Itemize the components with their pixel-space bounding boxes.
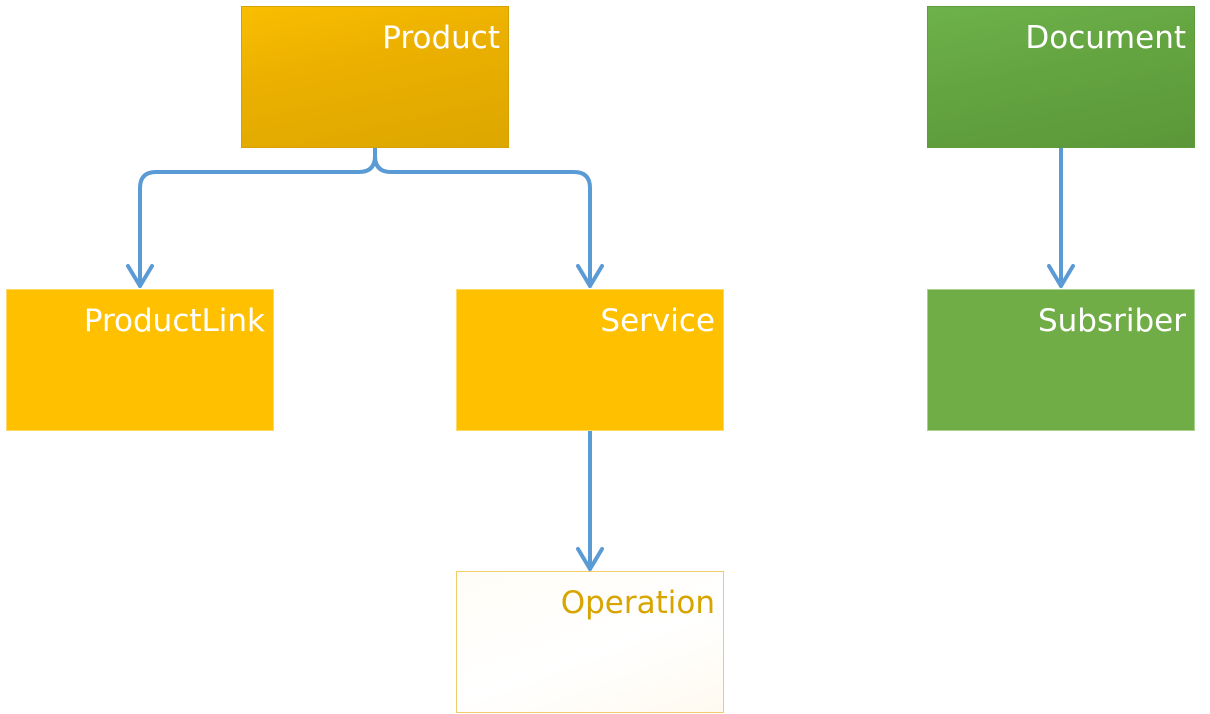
node-operation-label: Operation [560, 585, 715, 621]
node-productlink[interactable]: ProductLink [6, 289, 274, 431]
node-service-label: Service [600, 303, 715, 339]
arrowhead-subsriber [1047, 264, 1075, 288]
node-operation[interactable]: Operation [456, 571, 724, 713]
node-product[interactable]: Product [241, 6, 509, 148]
node-document-label: Document [1025, 20, 1186, 56]
arrowhead-service [576, 264, 604, 288]
node-document[interactable]: Document [927, 6, 1195, 148]
node-service[interactable]: Service [456, 289, 724, 431]
connector-product-to-productlink [138, 146, 377, 288]
arrowhead-productlink [126, 264, 154, 288]
node-subsriber-label: Subsriber [1037, 303, 1186, 339]
connector-product-to-service [373, 154, 592, 288]
arrowhead-operation [576, 547, 604, 571]
node-product-label: Product [382, 20, 500, 56]
node-subsriber[interactable]: Subsriber [927, 289, 1195, 431]
node-productlink-label: ProductLink [83, 303, 265, 339]
